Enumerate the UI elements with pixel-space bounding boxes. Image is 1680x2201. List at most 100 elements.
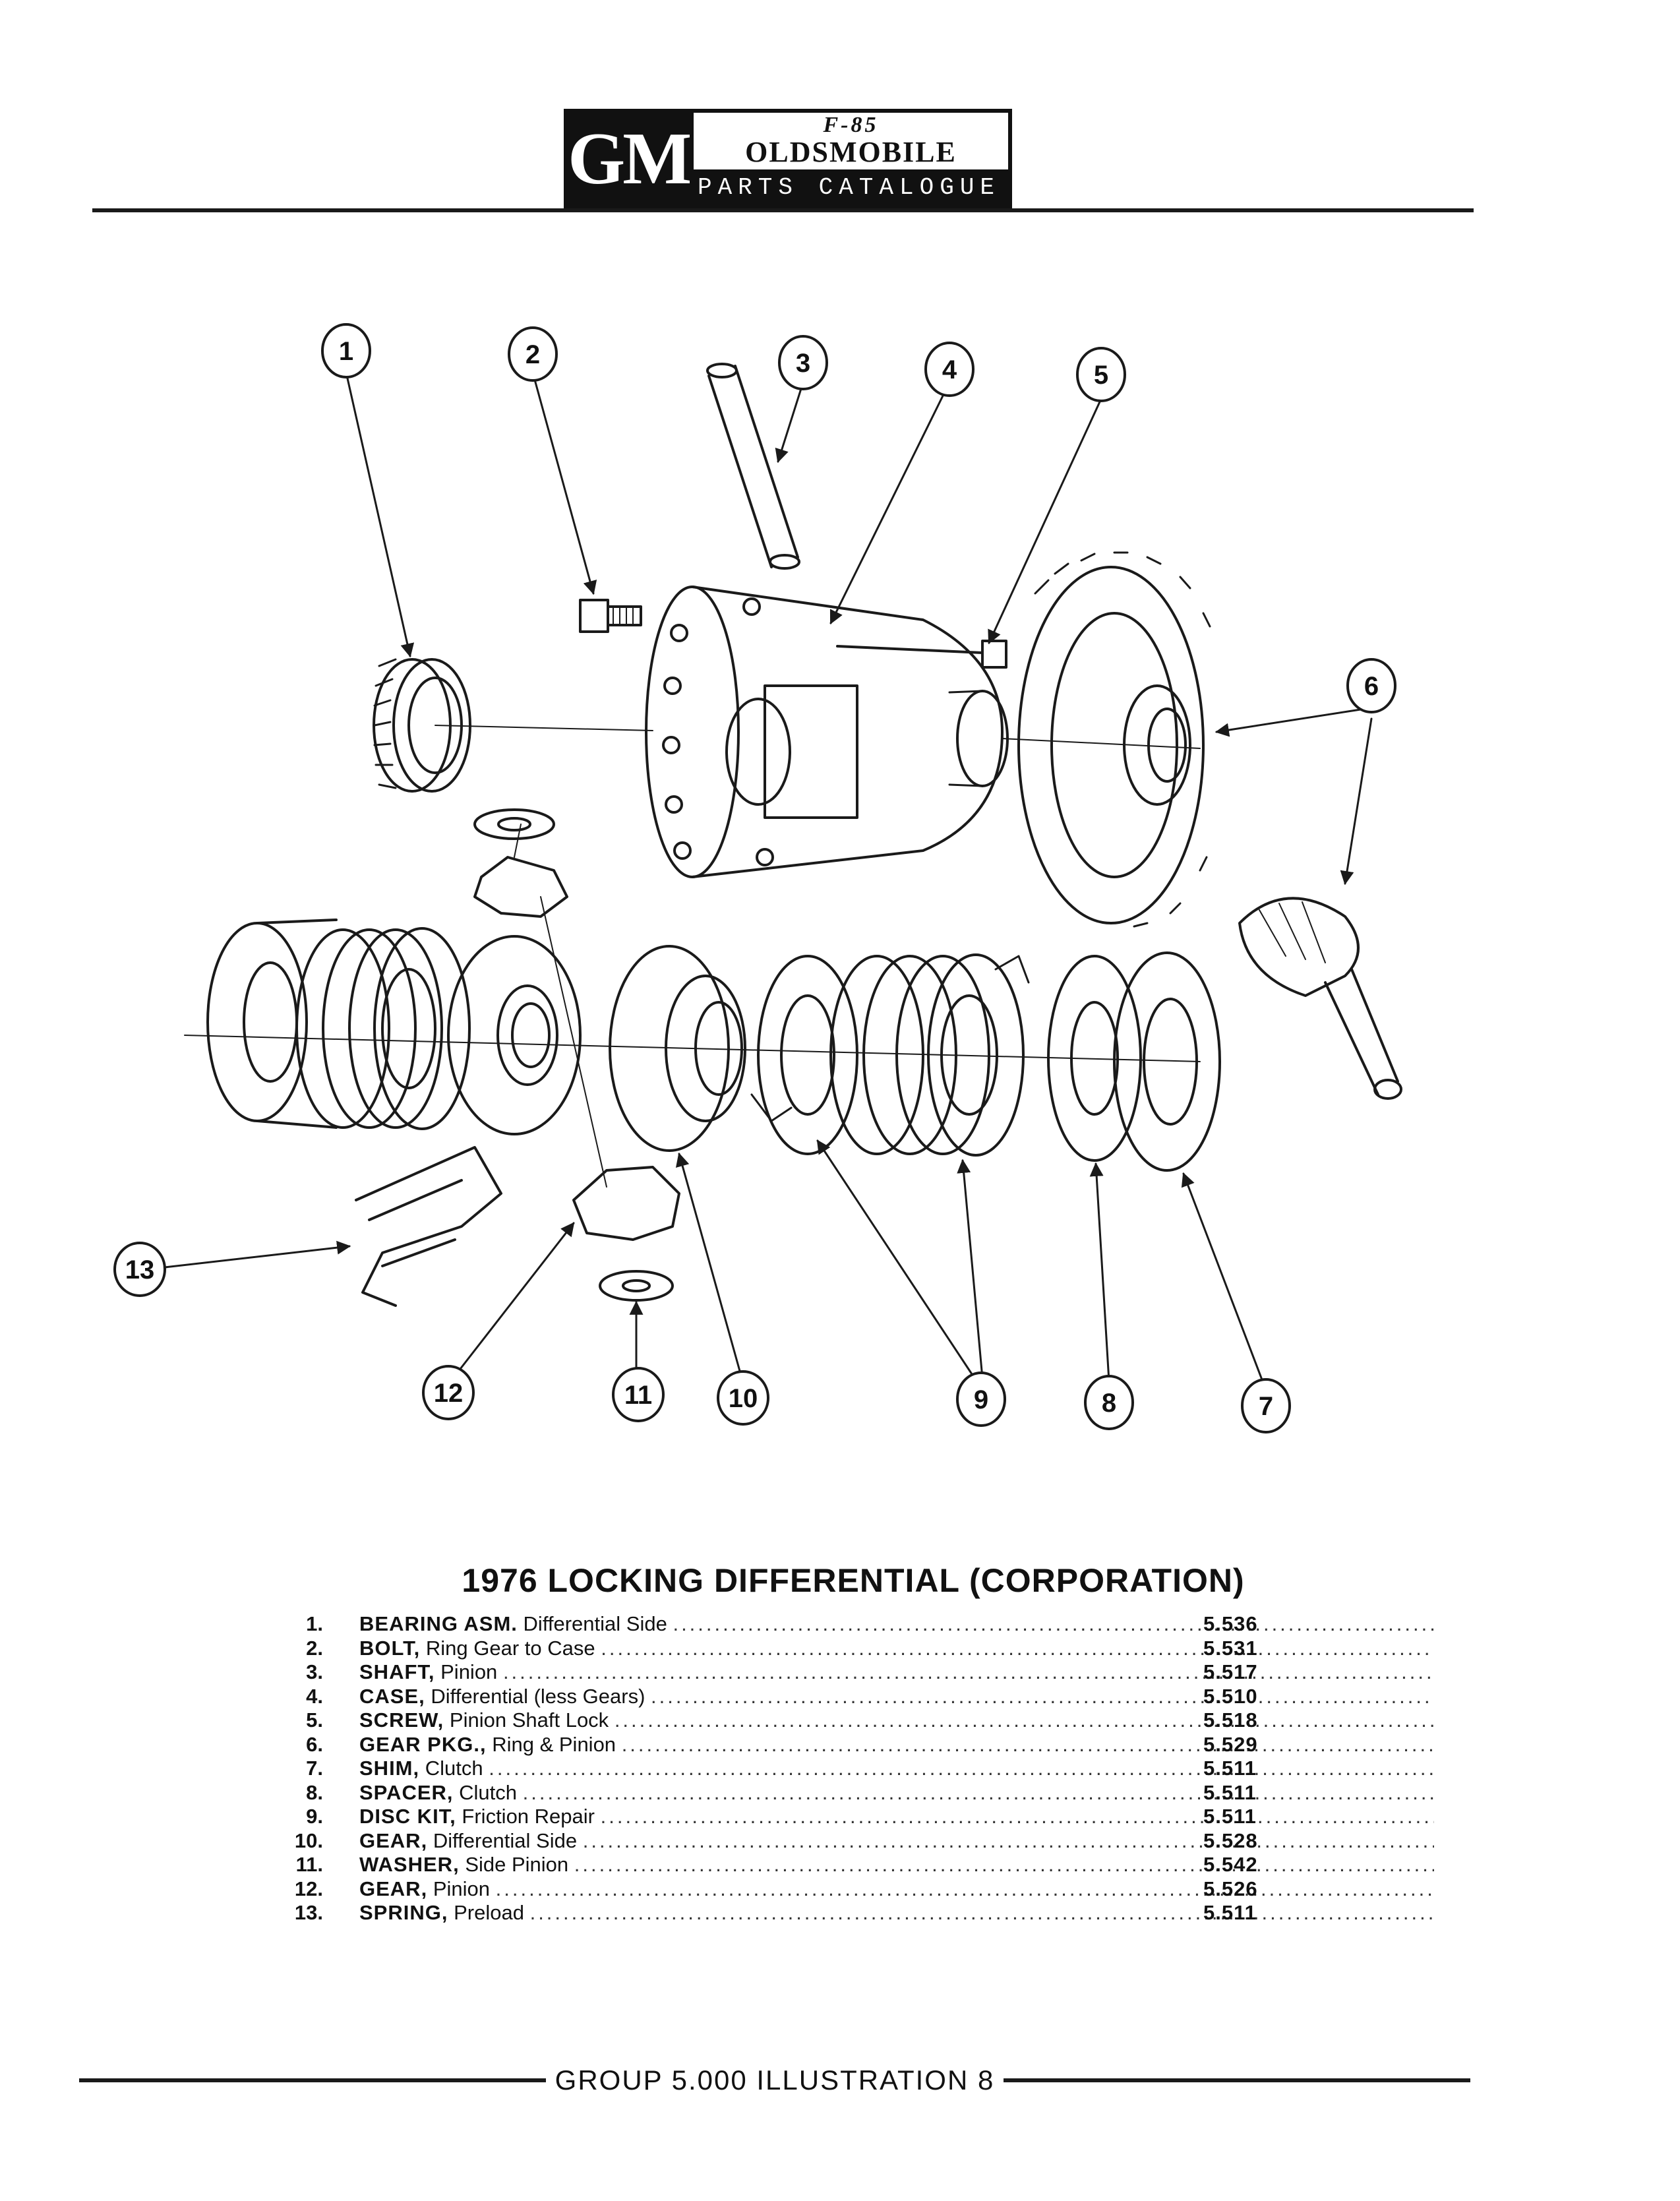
- part-number: 10.: [294, 1828, 323, 1852]
- callout-7: 7: [1259, 1392, 1273, 1421]
- part-description: GEAR PKG., Ring & Pinion ...............…: [359, 1733, 1434, 1757]
- part-drive-pinion: [1238, 897, 1402, 1100]
- parts-row: 3.SHAFT, Pinion ........................…: [290, 1660, 1434, 1685]
- part-number: 11.: [295, 1853, 323, 1876]
- part-name: GEAR,: [359, 1877, 428, 1900]
- leader-dots: ........................................…: [600, 1805, 1434, 1828]
- callout-labels: 1 2 3 4 5 6 7 8 9 10 11 12 13: [125, 337, 1379, 1421]
- part-description: SCREW, Pinion Shaft Lock ...............…: [359, 1708, 1434, 1733]
- part-number: 9.: [306, 1805, 323, 1828]
- part-detail: Ring Gear to Case: [425, 1636, 595, 1660]
- parts-row: 9.DISC KIT, Friction Repair ............…: [290, 1805, 1434, 1829]
- leader-dots: ........................................…: [574, 1853, 1434, 1876]
- part-group-ref: 5.518: [1203, 1708, 1258, 1732]
- part-name: SHAFT,: [359, 1660, 435, 1683]
- callout-3: 3: [796, 349, 810, 378]
- parts-row: 5. SCREW, Pinion Shaft Lock .............…: [290, 1708, 1434, 1733]
- part-description: GEAR, Differential Side ................…: [359, 1829, 1434, 1854]
- page-footer: GROUP 5.000 ILLUSTRATION 8: [79, 2064, 1471, 2097]
- leader-dots: ........................................…: [495, 1877, 1434, 1900]
- part-name: CASE,: [359, 1684, 425, 1708]
- part-group-ref: 5.542: [1203, 1853, 1258, 1876]
- part-name: GEAR PKG.,: [359, 1732, 487, 1756]
- part-name: SPRING,: [359, 1901, 448, 1924]
- part-lower-pinion-gear: [572, 1166, 680, 1302]
- part-name: BEARING ASM.: [359, 1612, 518, 1635]
- part-group-ref: 5.511: [1203, 1780, 1257, 1804]
- part-preload-spring: [355, 1146, 502, 1307]
- logo-top-panel: F-85 OLDSMOBILE: [690, 113, 1008, 169]
- catalogue-label-text: PARTS CATALOGUE: [697, 173, 1001, 201]
- leader-dots: ........................................…: [522, 1780, 1434, 1804]
- part-name: SHIM,: [359, 1757, 420, 1780]
- part-name: BOLT,: [359, 1636, 421, 1660]
- part-number: 5.: [306, 1708, 323, 1732]
- part-detail: Side Pinion: [465, 1853, 569, 1876]
- logo-right-panel: F-85 OLDSMOBILE PARTS CATALOGUE: [690, 113, 1008, 205]
- pinion-axis-line: [514, 824, 607, 1188]
- part-description: GEAR, Pinion ...........................…: [359, 1877, 1434, 1902]
- part-description: BOLT, Ring Gear to Case ................…: [359, 1637, 1434, 1661]
- callout-13: 13: [125, 1255, 155, 1284]
- callout-10: 10: [729, 1384, 758, 1413]
- parts-row: 11. WASHER, Side Pinion .................…: [290, 1853, 1434, 1877]
- part-group-ref: 5.529: [1203, 1732, 1258, 1756]
- part-differential-case: [645, 586, 1009, 878]
- part-name: SPACER,: [359, 1780, 454, 1804]
- part-group-ref: 5.510: [1203, 1684, 1258, 1708]
- part-name: SCREW,: [359, 1708, 444, 1732]
- leader-dots: ........................................…: [621, 1732, 1434, 1756]
- part-right-side-gear: [609, 945, 746, 1152]
- part-number: 13.: [294, 1901, 323, 1924]
- part-clutch-shim: [1113, 951, 1221, 1172]
- part-description: WASHER, Side Pinion ....................…: [359, 1853, 1434, 1877]
- part-detail: Differential (less Gears): [431, 1684, 645, 1708]
- leader-dots: ........................................…: [651, 1684, 1434, 1708]
- brand-text: OLDSMOBILE: [745, 135, 957, 168]
- callout-12: 12: [434, 1379, 464, 1408]
- part-number: 12.: [294, 1877, 323, 1900]
- part-left-side-gear: [447, 935, 582, 1135]
- gm-text: GM: [568, 118, 692, 200]
- part-group-ref: 5.536: [1203, 1612, 1258, 1635]
- parts-row: 10. GEAR, Differential Side .............…: [290, 1828, 1434, 1854]
- parts-row: 13. SPRING, Preload .....................…: [290, 1901, 1434, 1925]
- part-group-ref: 5.531: [1203, 1636, 1258, 1660]
- part-detail: Pinion Shaft Lock: [449, 1708, 609, 1732]
- page-title: 1976 LOCKING DIFFERENTIAL (CORPORATION): [462, 1562, 1245, 1599]
- callout-5: 5: [1094, 361, 1108, 390]
- part-number: 4.: [306, 1684, 323, 1708]
- part-upper-pinion-gear: [473, 808, 568, 918]
- leader-dots: ........................................…: [601, 1636, 1434, 1660]
- part-detail: Differential Side: [433, 1828, 578, 1852]
- part-description: SPRING, Preload ........................…: [359, 1901, 1434, 1925]
- parts-row: 1.BEARING ASM. Differential Side .......…: [290, 1612, 1434, 1637]
- part-detail: Clutch: [459, 1780, 518, 1804]
- parts-list: 1.BEARING ASM. Differential Side .......…: [290, 1612, 1434, 1925]
- leader-dots: ........................................…: [582, 1828, 1434, 1852]
- part-description: CASE, Differential (less Gears) ........…: [359, 1685, 1434, 1709]
- part-number: 8.: [306, 1780, 323, 1804]
- part-number: 7.: [306, 1757, 323, 1780]
- part-description: BEARING ASM. Differential Side .........…: [359, 1612, 1434, 1637]
- callout-1: 1: [339, 337, 353, 366]
- parts-row: 4. CASE, Differential (less Gears) ......…: [290, 1684, 1434, 1709]
- part-number: 6.: [306, 1732, 323, 1756]
- part-group-ref: 5.528: [1203, 1828, 1258, 1852]
- footer-rule-right: [1004, 2078, 1471, 2082]
- leader-dots: ........................................…: [489, 1757, 1434, 1780]
- footer-text: GROUP 5.000 ILLUSTRATION 8: [555, 2065, 995, 2095]
- leader-lines: [164, 371, 1373, 1383]
- callout-11: 11: [624, 1381, 652, 1410]
- part-description: SHAFT, Pinion ..........................…: [359, 1660, 1434, 1685]
- part-bolt: [579, 599, 642, 633]
- part-detail: Friction Repair: [462, 1805, 595, 1828]
- part-group-ref: 5.511: [1203, 1757, 1257, 1780]
- leader-dots: ........................................…: [502, 1660, 1434, 1683]
- part-ring-gear: [1017, 551, 1211, 928]
- parts-row: 8. SPACER, Clutch .......................…: [290, 1780, 1434, 1805]
- part-detail: Pinion: [433, 1877, 490, 1900]
- parts-row: 6. GEAR PKG., Ring & Pinion .............…: [290, 1732, 1434, 1757]
- exploded-diagram: 1 2 3 4 5 6 7 8 9 10 11 12 13: [113, 323, 1402, 1433]
